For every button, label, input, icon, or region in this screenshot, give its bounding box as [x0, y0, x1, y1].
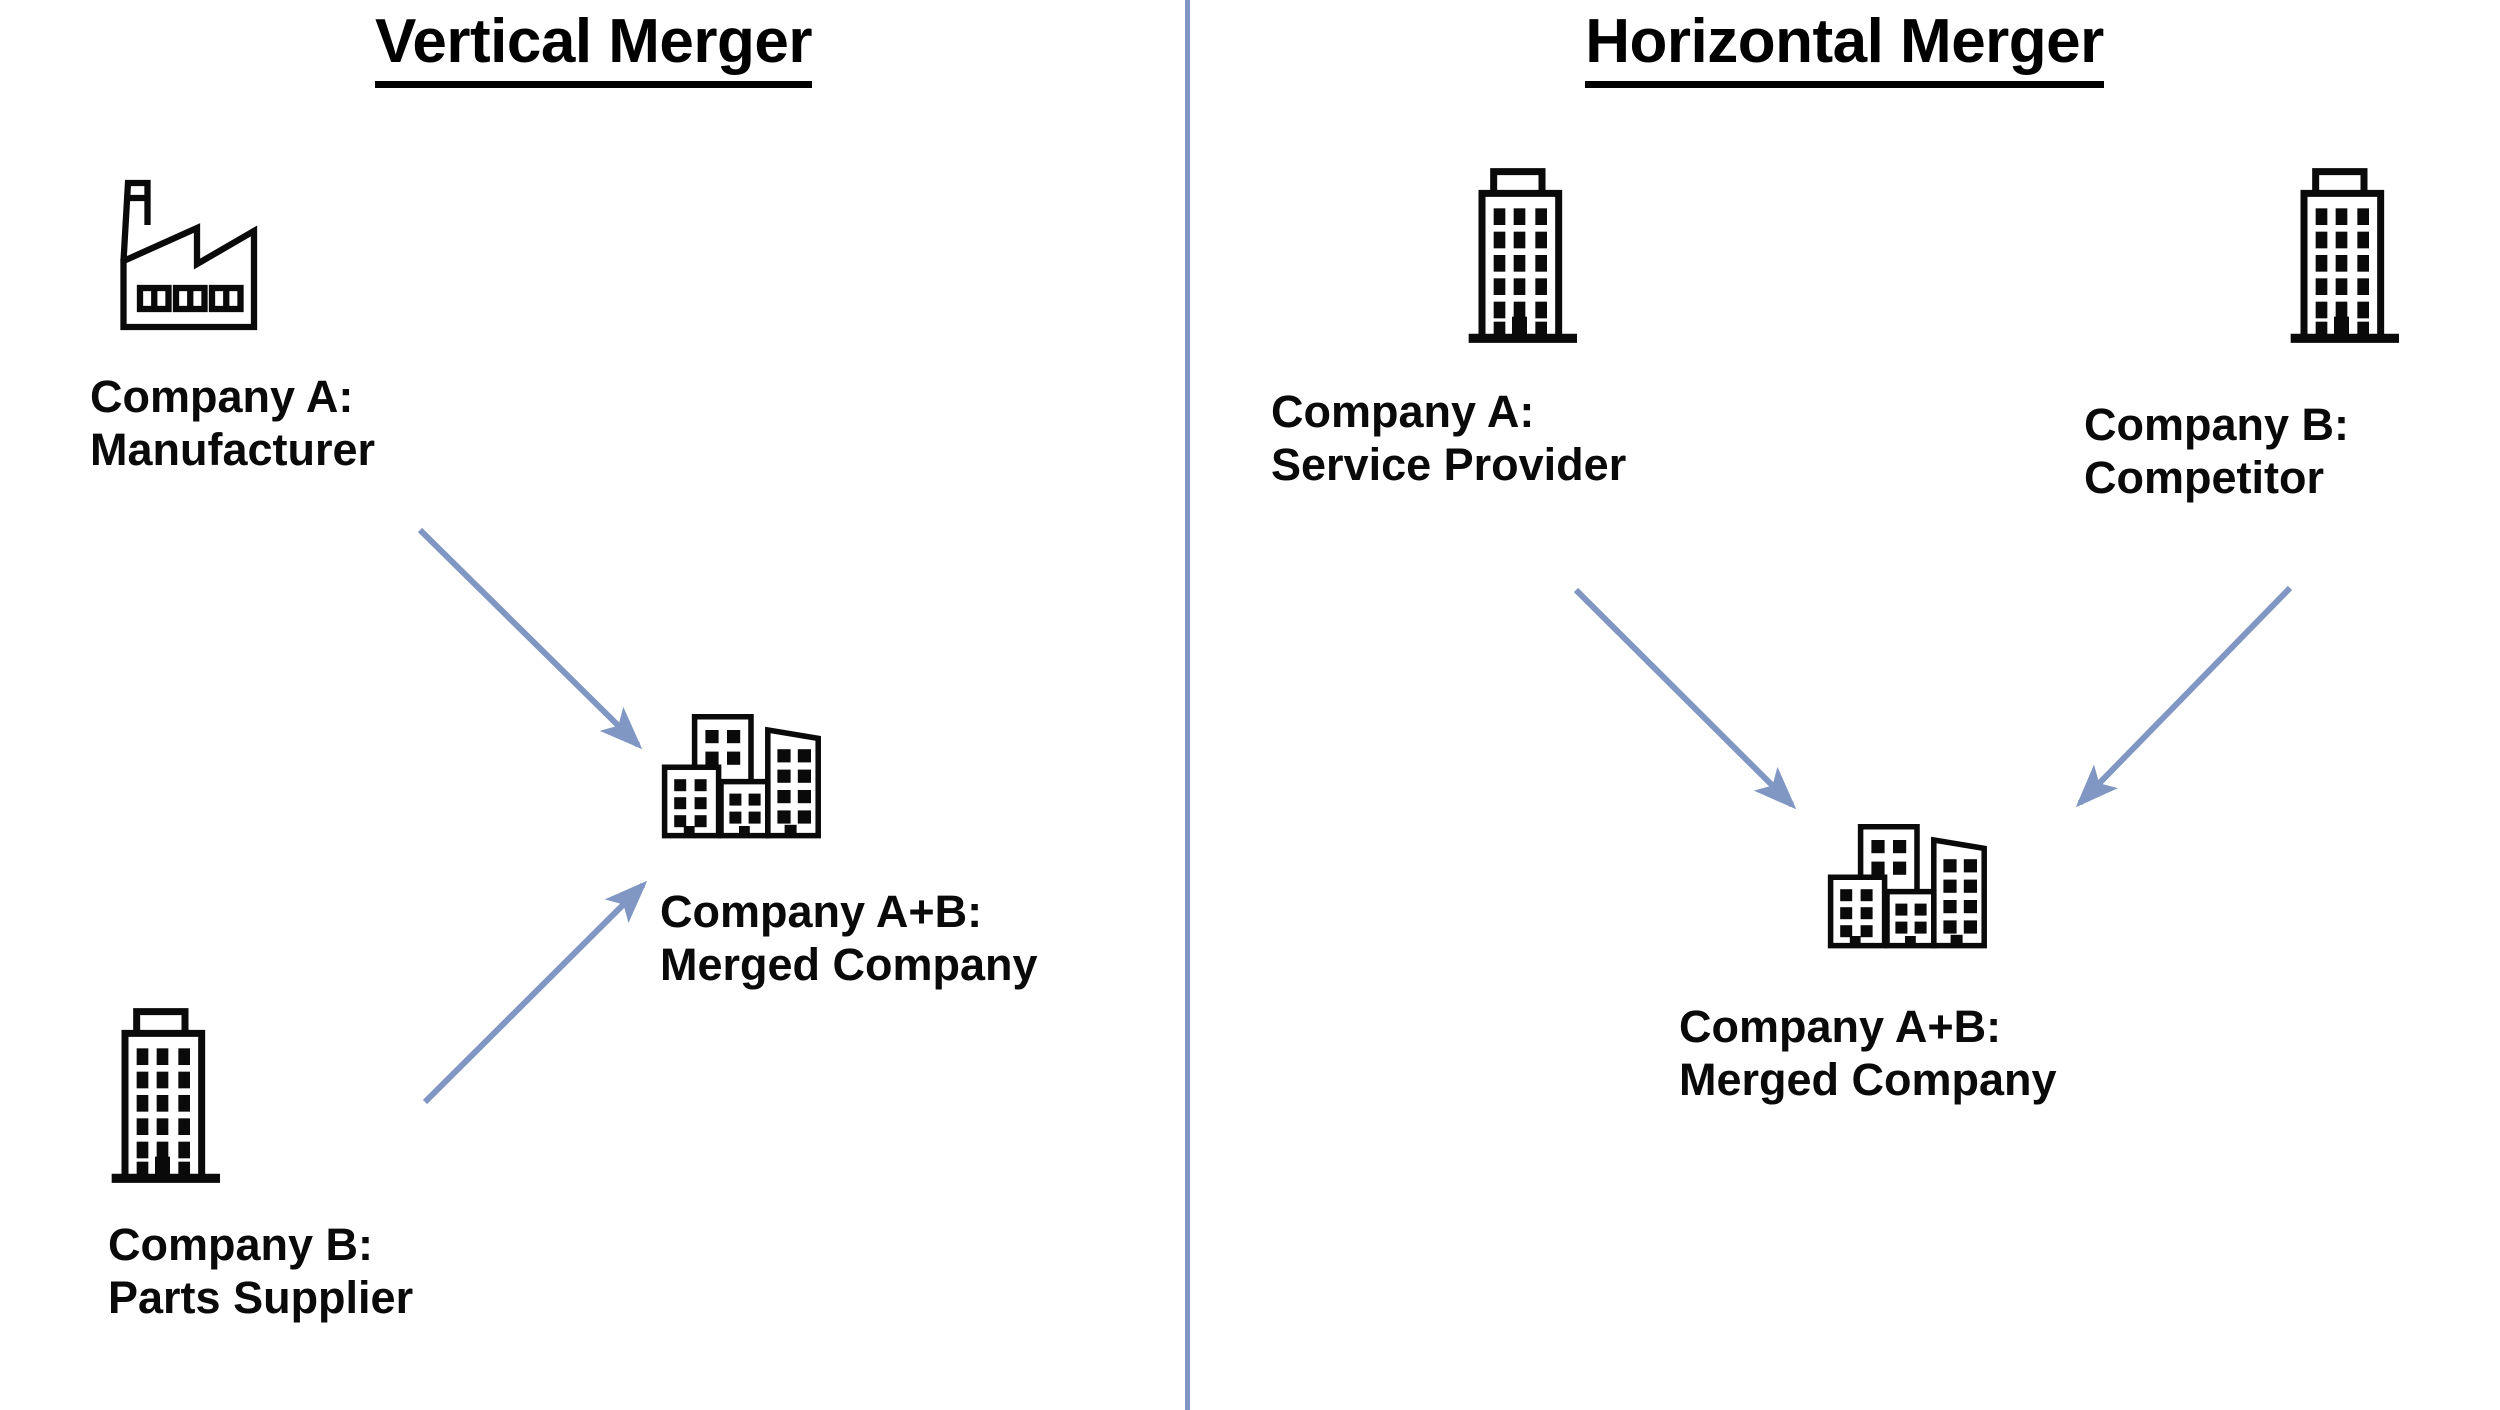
- city-buildings-icon: [1821, 810, 2001, 960]
- caption-vertical-company-b: Company B: Parts Supplier: [108, 1218, 413, 1324]
- panel-vertical-merger: Vertical Merger: [0, 0, 1187, 1410]
- panel-title-horizontal-text: Horizontal Merger: [1585, 6, 2104, 88]
- caption-line-1: Company B:: [2084, 399, 2350, 450]
- caption-horizontal-company-b: Company B: Competitor: [2084, 398, 2349, 504]
- caption-line-1: Company A+B:: [660, 886, 983, 937]
- panel-horizontal-merger: Horizontal Merger: [1189, 0, 2500, 1410]
- caption-line-1: Company A:: [1271, 386, 1535, 437]
- caption-horizontal-merged: Company A+B: Merged Company: [1679, 1000, 2057, 1106]
- caption-line-2: Parts Supplier: [108, 1272, 414, 1324]
- office-building-icon: [2289, 150, 2419, 355]
- caption-line-1: Company A+B:: [1679, 1001, 2002, 1052]
- caption-line-1: Company A:: [90, 371, 354, 422]
- caption-horizontal-company-a: Company A: Service Provider: [1271, 385, 1626, 491]
- panel-title-horizontal: Horizontal Merger: [1189, 6, 2500, 88]
- caption-vertical-merged: Company A+B: Merged Company: [660, 885, 1038, 991]
- caption-line-1: Company B:: [108, 1219, 374, 1270]
- caption-line-2: Merged Company: [660, 939, 1038, 991]
- office-building-icon: [1467, 150, 1597, 355]
- panel-title-vertical: Vertical Merger: [0, 6, 1187, 88]
- caption-line-2: Competitor: [2084, 452, 2324, 504]
- caption-line-2: Merged Company: [1679, 1054, 2057, 1106]
- office-building-icon: [110, 990, 240, 1195]
- panel-title-vertical-text: Vertical Merger: [374, 6, 813, 88]
- factory-icon: [95, 165, 275, 345]
- caption-line-2: Manufacturer: [90, 424, 376, 476]
- panel-divider: [1185, 0, 1190, 1410]
- caption-line-2: Service Provider: [1271, 439, 1627, 491]
- caption-vertical-company-a: Company A: Manufacturer: [90, 370, 375, 476]
- city-buildings-icon: [655, 700, 835, 850]
